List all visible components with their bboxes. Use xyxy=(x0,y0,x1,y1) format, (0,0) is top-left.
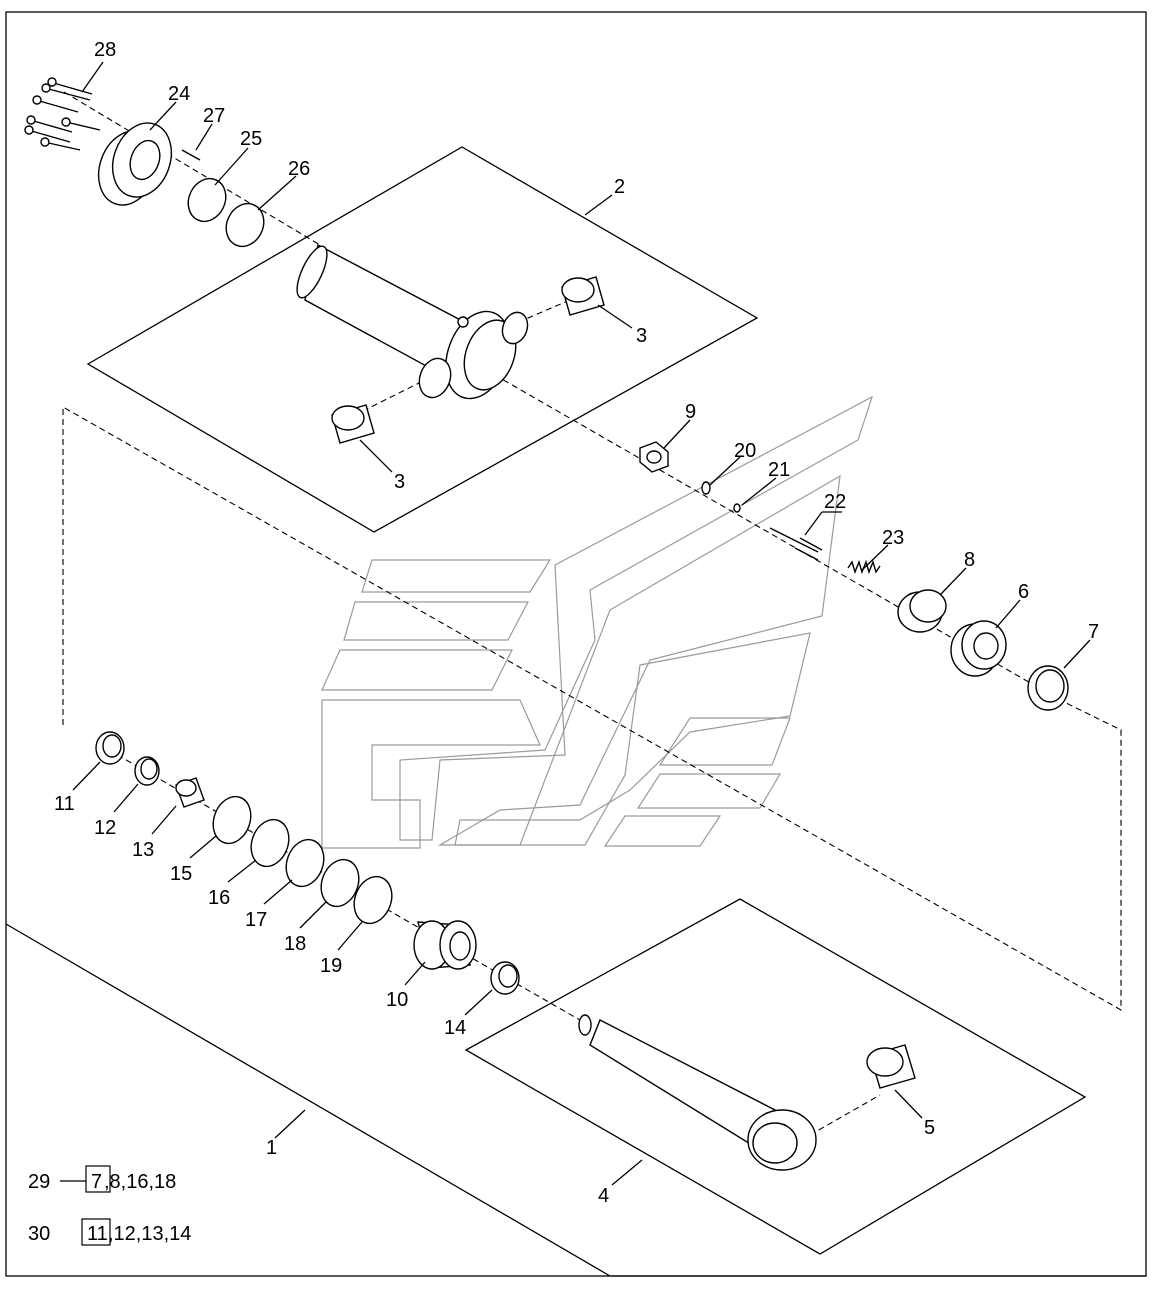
ball-part-21 xyxy=(733,503,741,513)
callout-19: 19 xyxy=(320,955,342,977)
barrel-group-frame xyxy=(86,146,759,533)
axis-rod-eye xyxy=(809,1094,881,1136)
seal-ring-part-16 xyxy=(250,818,290,868)
callout-9: 9 xyxy=(685,401,696,423)
seal-ring-part-17 xyxy=(285,838,325,888)
kit-29-number: 29 xyxy=(28,1171,50,1193)
callout-16: 16 xyxy=(208,887,230,909)
kit-row-29: 29 7 ,8,16,18 xyxy=(28,1165,176,1193)
callout-3-lower: 3 xyxy=(394,471,405,493)
callout-12: 12 xyxy=(94,817,116,839)
callout-8: 8 xyxy=(964,549,975,571)
head-part-24 xyxy=(97,122,173,206)
callout-1: 1 xyxy=(266,1137,277,1159)
ring-part-20 xyxy=(701,481,711,495)
callout-27: 27 xyxy=(203,105,225,127)
callout-7: 7 xyxy=(1088,621,1099,643)
callout-22: 22 xyxy=(824,491,846,513)
callout-labels: 28 24 27 25 26 2 3 3 9 20 21 22 23 8 6 7… xyxy=(54,39,1099,1207)
seal-part-7 xyxy=(1027,665,1069,711)
wear-ring-part-8 xyxy=(897,589,947,633)
callout-13: 13 xyxy=(132,839,154,861)
bushing-part-3-lower xyxy=(331,404,375,444)
bushing-part-5 xyxy=(866,1044,916,1089)
callout-18: 18 xyxy=(284,933,306,955)
rod-group-frame xyxy=(464,898,1087,1255)
kit-30-boxed-item: 11 xyxy=(87,1223,108,1245)
backup-ring-part-26 xyxy=(225,202,265,248)
callout-20: 20 xyxy=(734,440,756,462)
barrel-part-2 xyxy=(296,243,529,400)
callout-5: 5 xyxy=(924,1117,935,1139)
callout-14: 14 xyxy=(444,1017,466,1039)
ring-part-12 xyxy=(134,756,160,786)
callout-23: 23 xyxy=(882,527,904,549)
callout-28: 28 xyxy=(94,39,116,61)
wiper-part-11 xyxy=(95,731,125,765)
leader-lines xyxy=(72,61,1091,1186)
kit-legend: 29 7 ,8,16,18 30 11 ,12,13,14 xyxy=(28,1165,191,1246)
page-border xyxy=(5,11,1147,1277)
seal-ring-part-19 xyxy=(353,875,393,925)
callout-3-upper: 3 xyxy=(636,325,647,347)
callout-4: 4 xyxy=(598,1185,609,1207)
valve-part-22 xyxy=(769,527,823,561)
callout-15: 15 xyxy=(170,863,192,885)
callout-11: 11 xyxy=(54,793,75,815)
o-ring-part-25 xyxy=(187,177,227,223)
callout-17: 17 xyxy=(245,909,267,931)
piston-part-6 xyxy=(950,620,1007,677)
kit-30-number: 30 xyxy=(28,1223,50,1245)
spring-part-23 xyxy=(847,559,881,575)
kit-row-30: 30 11 ,12,13,14 xyxy=(28,1218,191,1246)
callout-2: 2 xyxy=(614,176,625,198)
callout-26: 26 xyxy=(288,158,310,180)
watermark-logo xyxy=(321,395,874,849)
kit-30-items: ,12,13,14 xyxy=(108,1223,191,1245)
seal-ring-part-18 xyxy=(320,858,360,908)
kit-29-items: ,8,16,18 xyxy=(104,1171,176,1193)
seal-ring-part-15 xyxy=(212,795,252,845)
callout-6: 6 xyxy=(1018,581,1029,603)
cylinder-assembly-frame xyxy=(5,923,1146,1277)
nut-bore xyxy=(646,450,662,464)
callout-10: 10 xyxy=(386,989,408,1011)
bolts-part-28 xyxy=(24,77,101,151)
callout-21: 21 xyxy=(768,459,790,481)
bushing-part-3-upper xyxy=(561,276,605,316)
callout-24: 24 xyxy=(168,83,190,105)
pin-part-27 xyxy=(181,149,201,161)
bushing-part-14 xyxy=(490,961,520,995)
assembly-outline-dashed xyxy=(62,406,1122,1011)
kit-29-boxed-item: 7 xyxy=(91,1171,102,1193)
bushing-part-13 xyxy=(175,777,205,808)
axis-barrel xyxy=(459,354,1061,701)
gland-part-10 xyxy=(413,920,477,970)
rod-part-4 xyxy=(578,1014,817,1171)
callout-25: 25 xyxy=(240,128,262,150)
